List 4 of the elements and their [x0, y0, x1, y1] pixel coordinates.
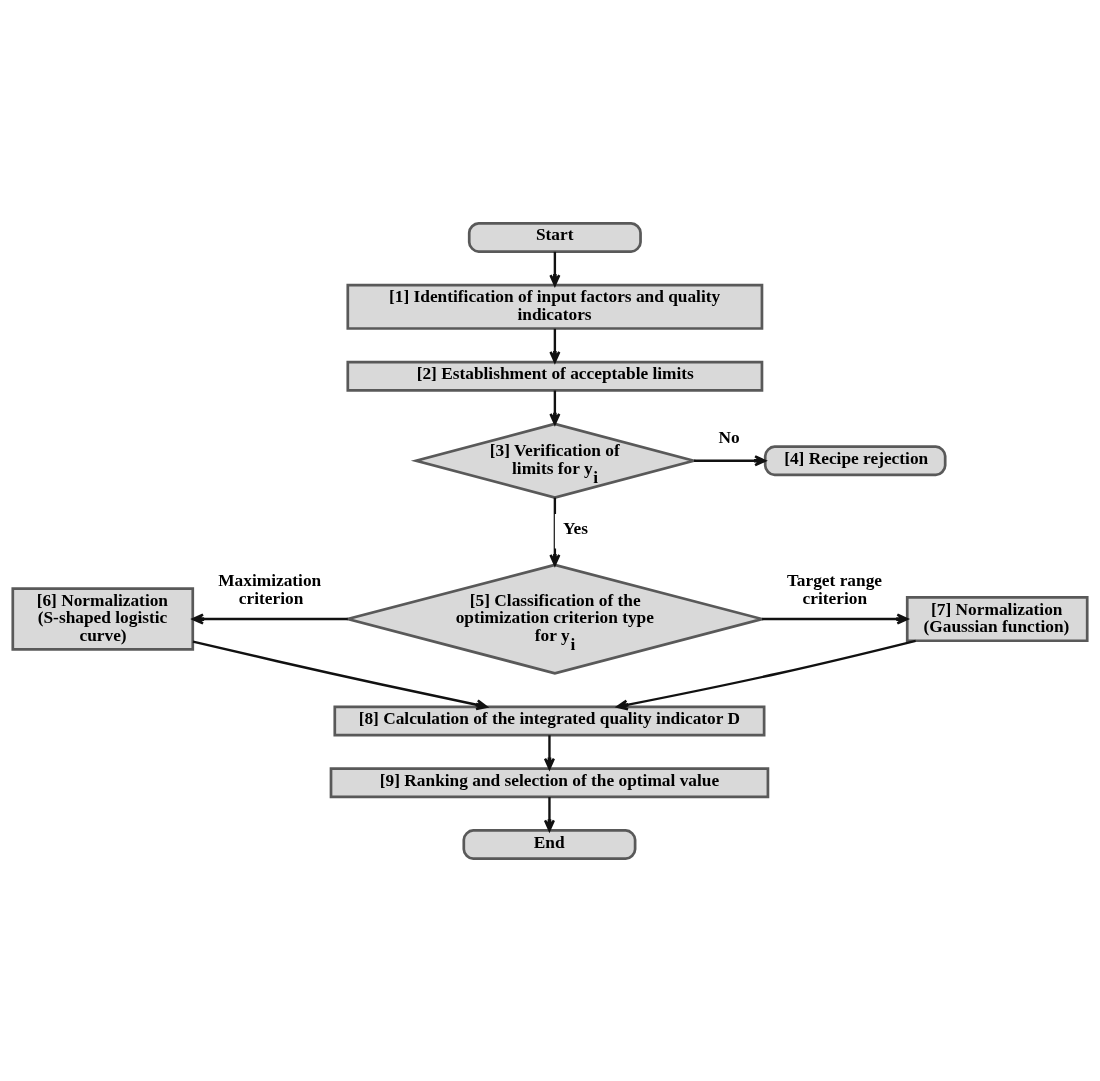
- edge-label: Target range criterion: [786, 570, 883, 608]
- edge-label: No: [718, 427, 740, 447]
- edge-label: Yes: [563, 518, 589, 538]
- edge-label: Maximization criterion: [218, 570, 322, 608]
